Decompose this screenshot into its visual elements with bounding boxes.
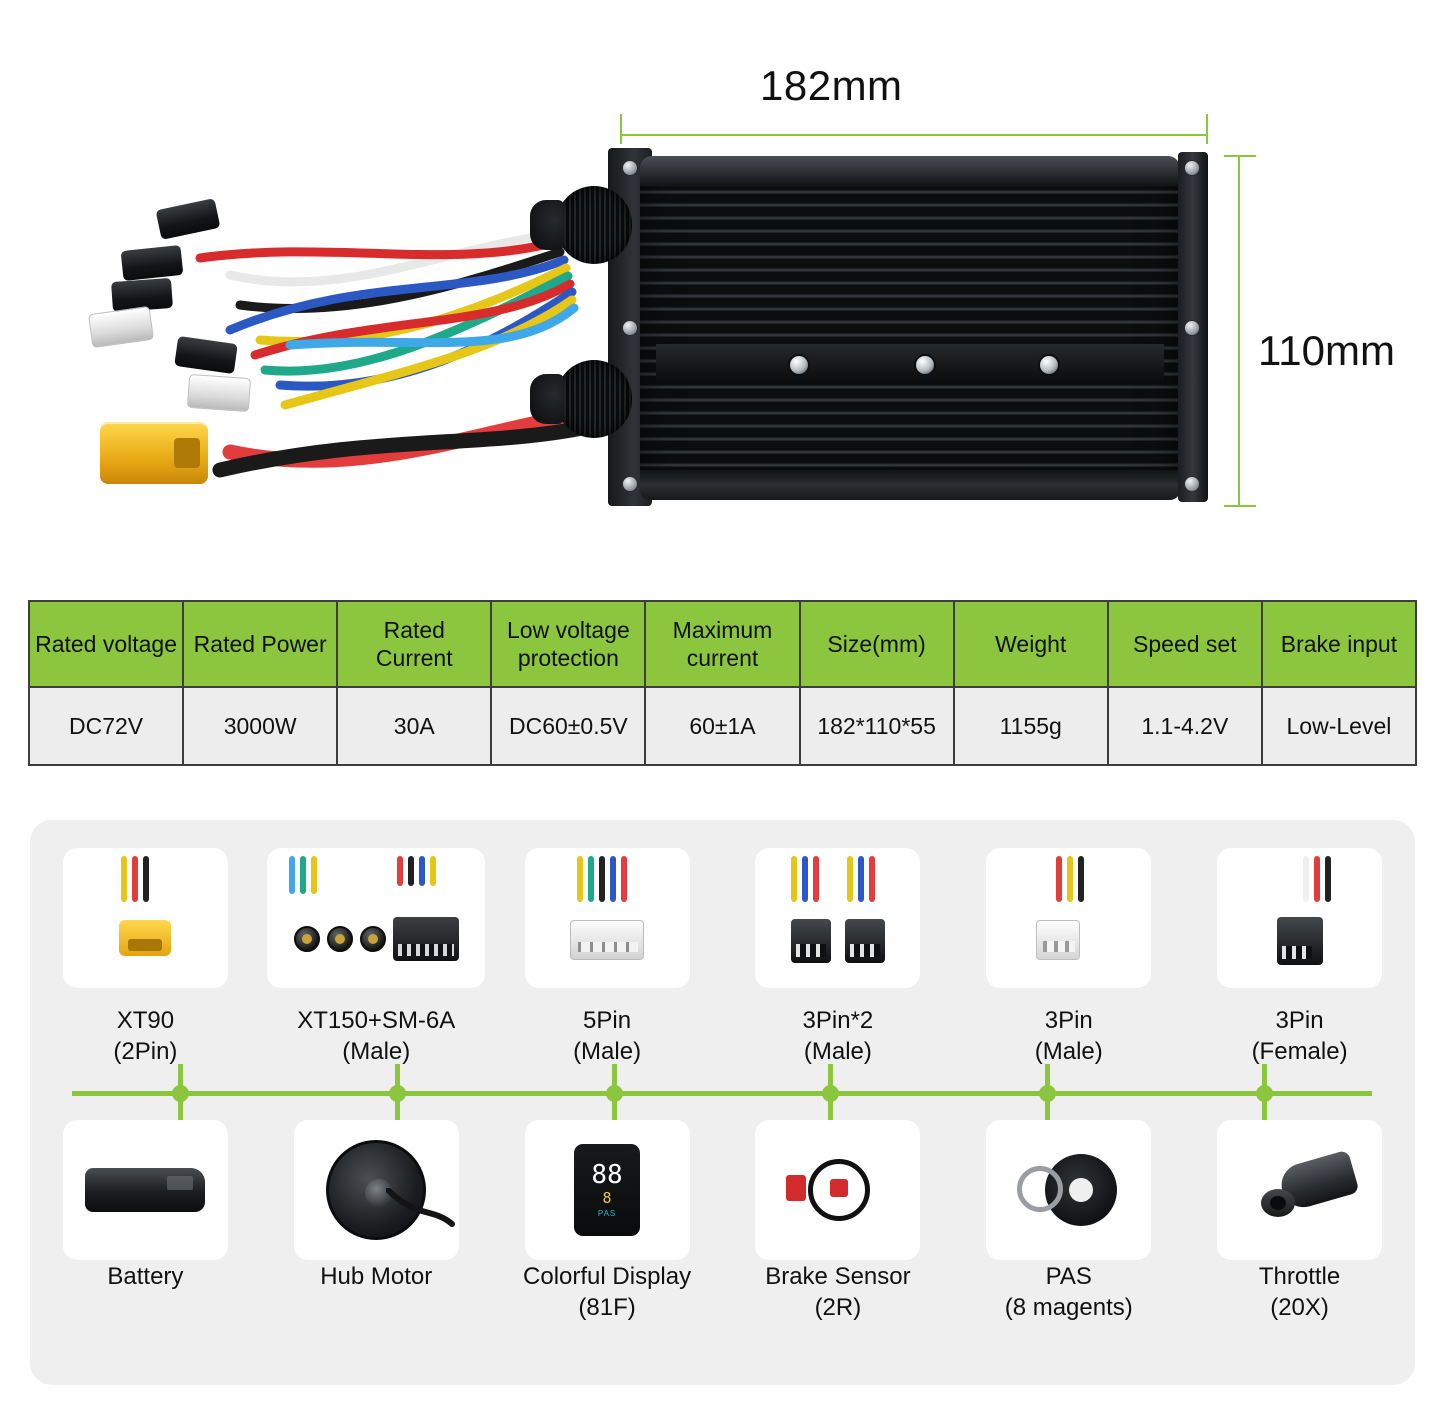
terminal-screw-3 [1038, 354, 1060, 376]
connector-item-3pin-female [1184, 848, 1415, 988]
component-item-throttle [1184, 1120, 1415, 1260]
table-header-row: Rated voltage Rated Power Rated Current … [27, 600, 1418, 688]
3pin-white-connector-icon [986, 848, 1152, 988]
white-connector-2 [186, 373, 252, 413]
flange-screw-top [622, 160, 638, 176]
table-header-cell: Weight [952, 600, 1109, 688]
connector-label: XT90 (2Pin) [113, 1007, 178, 1065]
pas-sensor-icon [986, 1120, 1152, 1260]
heatsink-fins [640, 158, 1180, 496]
housing-top-cap [640, 156, 1180, 186]
battery-icon [62, 1120, 228, 1260]
table-value-cell: 1.1-4.2V [1106, 686, 1263, 766]
width-dimension-line [620, 114, 1208, 144]
3pin-black-female-connector-icon [1217, 848, 1383, 988]
connector-thumbnail-row [30, 848, 1415, 988]
height-dimension-label: 110mm [1258, 327, 1395, 374]
connector-label: 3Pin*2 (Male) [802, 1007, 874, 1065]
table-value-cell: 3000W [182, 686, 339, 766]
table-header-cell: Low voltage protection [490, 600, 647, 688]
display-speed-value: 88 [591, 1160, 623, 1190]
connector-label: 3Pin (Male) [1034, 1007, 1103, 1065]
housing-center-band [656, 344, 1164, 384]
table-value-cell: 182*110*55 [798, 686, 955, 766]
terminal-screw-2 [914, 354, 936, 376]
table-header-cell: Rated Power [182, 600, 339, 688]
connector-label: 5Pin (Male) [573, 1007, 642, 1065]
display-icon: 88 8 PAS [524, 1120, 690, 1260]
component-label: Throttle (20X) [1258, 1263, 1341, 1321]
component-label: Hub Motor [320, 1263, 433, 1290]
timeline-line [72, 1091, 1372, 1096]
connector-item-3pin-male [953, 848, 1184, 988]
table-value-row: DC72V 3000W 30A DC60±0.5V 60±1A 182*110*… [27, 686, 1418, 766]
product-hero-image: 182mm 110mm [0, 0, 1445, 575]
connector-item-xt90 [30, 848, 261, 988]
flange-screw-mid [622, 320, 638, 336]
flange-screw-bottom [622, 476, 638, 492]
table-value-cell: Low-Level [1260, 686, 1418, 766]
component-item-pas [953, 1120, 1184, 1260]
connection-timeline [72, 1064, 1372, 1122]
hub-motor-icon [293, 1120, 459, 1260]
table-value-cell: DC60±0.5V [490, 686, 647, 766]
motor-controller-body [530, 148, 1212, 506]
throttle-icon [1217, 1120, 1383, 1260]
3pin-double-black-connector-icon [755, 848, 921, 988]
component-label: Colorful Display (81F) [523, 1263, 692, 1321]
brake-sensor-icon [755, 1120, 921, 1260]
5pin-white-connector-icon [524, 848, 690, 988]
component-label-row: Battery Hub Motor Colorful Display (81F)… [30, 1262, 1415, 1323]
connector-label: XT150+SM-6A (Male) [297, 1007, 456, 1065]
table-header-cell: Brake input [1260, 600, 1418, 688]
specification-table: Rated voltage Rated Power Rated Current … [27, 600, 1418, 766]
height-dimension-line [1224, 155, 1256, 507]
table-value-cell: 1155g [952, 686, 1109, 766]
table-header-cell: Maximum current [644, 600, 801, 688]
terminal-screw-1 [788, 354, 810, 376]
xt90-connector-icon [62, 848, 228, 988]
table-header-cell: Size(mm) [798, 600, 955, 688]
xt90-plug [100, 422, 208, 484]
connector-label: 3Pin (Female) [1251, 1007, 1348, 1065]
component-thumbnail-row: 88 8 PAS [30, 1120, 1415, 1260]
housing-bottom-cap [640, 470, 1180, 500]
sm-connector-2 [120, 244, 184, 282]
right-screw-bottom [1184, 476, 1200, 492]
component-item-battery [30, 1120, 261, 1260]
xt150-sm6a-connector-icon [267, 848, 486, 988]
display-pas-value: 8 [602, 1189, 612, 1207]
table-value-cell: 30A [336, 686, 493, 766]
table-header-cell: Rated Current [336, 600, 493, 688]
connector-label-row: XT90 (2Pin) XT150+SM-6A (Male) 5Pin (Mal… [30, 1006, 1415, 1067]
table-header-cell: Speed set [1106, 600, 1263, 688]
specification-table-wrapper: Rated voltage Rated Power Rated Current … [27, 600, 1418, 766]
right-screw-top [1184, 160, 1200, 176]
cable-gland-upper [530, 186, 632, 264]
right-screw-mid [1184, 320, 1200, 336]
cable-gland-lower [530, 360, 632, 438]
component-item-brake-sensor [722, 1120, 953, 1260]
width-dimension-label: 182mm [760, 62, 903, 109]
component-label: Battery [107, 1263, 184, 1290]
table-header-cell: Rated voltage [27, 600, 185, 688]
connector-item-3pin-x2 [722, 848, 953, 988]
accessory-compatibility-panel: XT90 (2Pin) XT150+SM-6A (Male) 5Pin (Mal… [30, 820, 1415, 1385]
table-value-cell: 60±1A [644, 686, 801, 766]
component-item-hub-motor [261, 1120, 492, 1260]
component-item-display: 88 8 PAS [492, 1120, 723, 1260]
display-pas-label: PAS [597, 1209, 617, 1218]
connector-item-xt150 [261, 848, 492, 988]
component-label: Brake Sensor (2R) [765, 1263, 911, 1321]
table-value-cell: DC72V [27, 686, 185, 766]
connector-item-5pin [492, 848, 723, 988]
component-label: PAS (8 magents) [1004, 1263, 1133, 1321]
